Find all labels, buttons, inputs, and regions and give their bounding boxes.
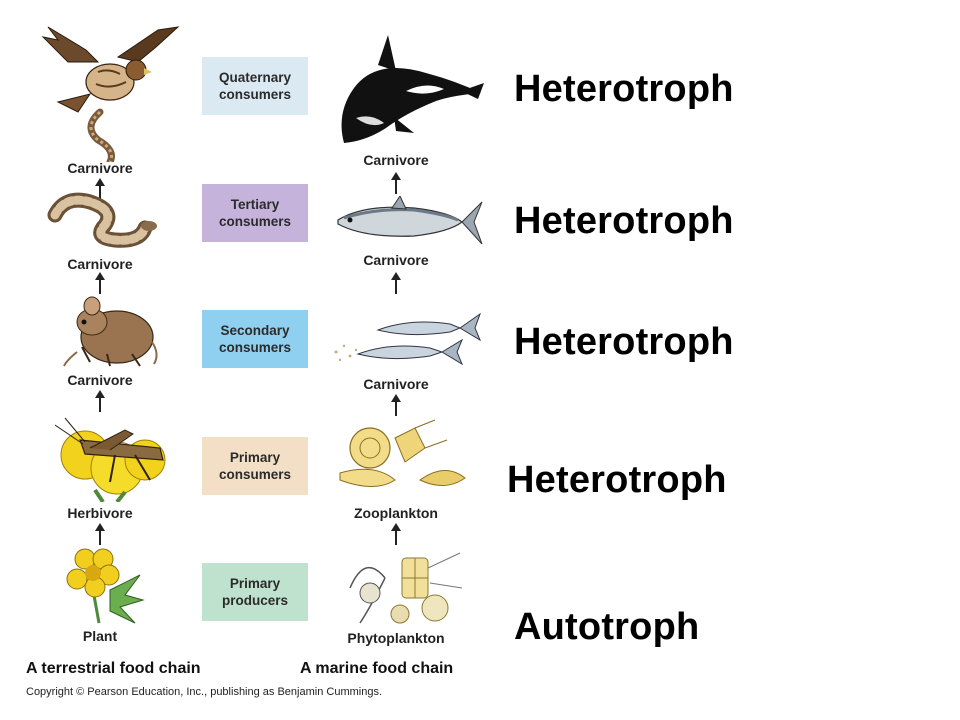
small-fish-illustration — [334, 312, 482, 366]
trophic-label-quaternary: Heterotroph — [514, 68, 734, 110]
trophic-label-secondary: Heterotroph — [514, 321, 734, 363]
marine-level-5-label: Phytoplankton — [347, 630, 445, 646]
terrestrial-level-3-label: Carnivore — [67, 372, 133, 388]
arrow-up-icon — [95, 272, 105, 294]
marine-level-2-label: Carnivore — [363, 252, 429, 268]
mouse-illustration — [63, 296, 158, 367]
arrow-up-icon — [391, 272, 401, 294]
grasshopper-on-flower-illustration — [55, 417, 166, 502]
copyright-notice: Copyright © Pearson Education, Inc., pub… — [26, 686, 383, 698]
terrestrial-level-1-label: Carnivore — [67, 160, 133, 176]
arrow-up-icon — [95, 390, 105, 412]
arrow-up-icon — [391, 394, 401, 416]
phytoplankton-illustration — [349, 552, 463, 624]
marine-level-3-label: Carnivore — [363, 376, 429, 392]
orca-illustration — [341, 35, 484, 143]
trophic-label-tertiary: Heterotroph — [514, 200, 734, 242]
arrow-up-icon — [391, 172, 401, 194]
tuna-illustration — [337, 196, 483, 245]
trophic-label-producer: Autotroph — [514, 606, 700, 648]
terrestrial-level-2-label: Carnivore — [67, 256, 133, 272]
terrestrial-food-chain-caption: A terrestrial food chain — [26, 660, 201, 677]
plant-illustration — [66, 548, 145, 624]
snake-illustration — [47, 192, 157, 248]
terrestrial-level-4-label: Herbivore — [67, 505, 133, 521]
marine-level-1-label: Carnivore — [363, 152, 429, 168]
hawk-illustration — [41, 26, 180, 162]
marine-food-chain-caption: A marine food chain — [300, 660, 454, 677]
zooplankton-illustration — [339, 419, 466, 487]
arrow-up-icon — [95, 523, 105, 545]
trophic-label-primary-consumer: Heterotroph — [507, 459, 727, 501]
arrow-up-icon — [95, 178, 105, 200]
marine-level-4-label: Zooplankton — [354, 505, 438, 521]
arrow-up-icon — [391, 523, 401, 545]
terrestrial-level-5-label: Plant — [82, 628, 118, 644]
